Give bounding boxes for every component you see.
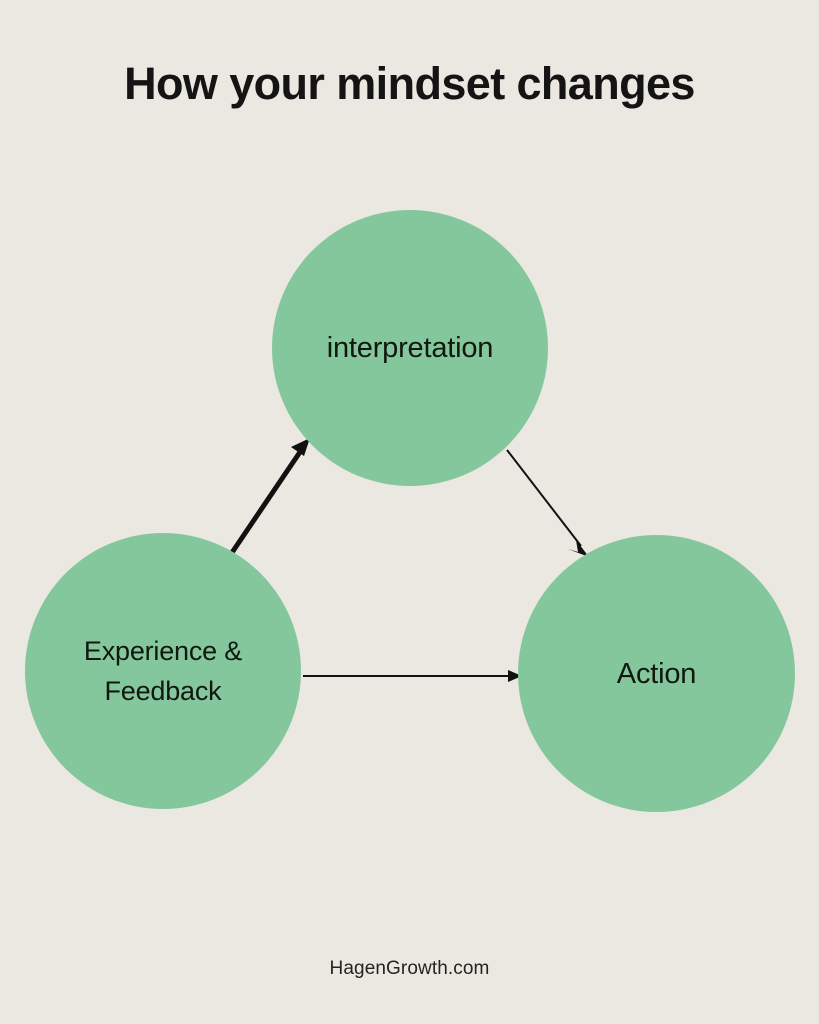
page-title: How your mindset changes: [124, 58, 695, 109]
node-experience-feedback[interactable]: Experience & Feedback: [25, 533, 301, 809]
edge-experience-to-interpretation: [226, 438, 310, 559]
edge-experience-to-action: [303, 670, 522, 682]
edge-line: [506, 449, 582, 547]
node-action[interactable]: Action: [518, 535, 795, 812]
edge-interpretation-to-action: [506, 449, 589, 557]
node-interpretation-label: interpretation: [326, 331, 494, 364]
node-interpretation[interactable]: interpretation: [272, 210, 548, 486]
footer-credit: HagenGrowth.com: [329, 958, 490, 979]
node-action-label: Action: [616, 658, 697, 691]
node-experience-feedback-label: Experience & Feedback: [83, 636, 243, 706]
edge-line: [226, 450, 303, 559]
